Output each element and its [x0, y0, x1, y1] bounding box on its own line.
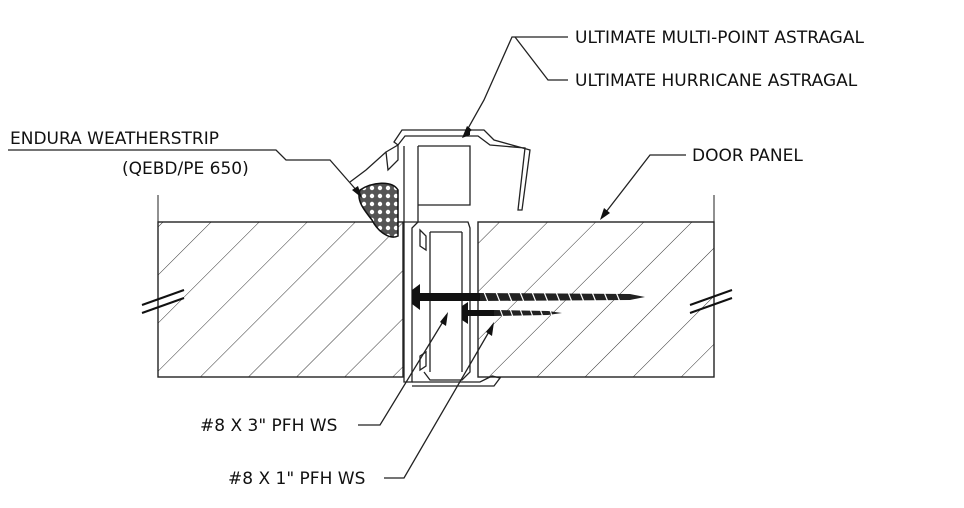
leader-multi-point [462, 36, 568, 138]
break-symbol-left [141, 289, 185, 314]
left-door-panel [157, 195, 404, 378]
label-weatherstrip: ENDURA WEATHERSTRIP [10, 129, 219, 149]
leader-door-panel [600, 154, 686, 220]
screw-1in [462, 302, 562, 324]
leader-hurricane [514, 36, 568, 81]
leader-screw-1in [384, 322, 494, 479]
label-weatherstrip-code: (QEBD/PE 650) [122, 159, 249, 179]
break-symbol-right [689, 289, 733, 314]
leader-weatherstrip [8, 149, 362, 198]
label-screw-3in: #8 X 3" PFH WS [200, 416, 337, 436]
label-hurricane-astragal: ULTIMATE HURRICANE ASTRAGAL [575, 71, 858, 91]
label-screw-1in: #8 X 1" PFH WS [228, 469, 365, 489]
label-door-panel: DOOR PANEL [692, 146, 803, 166]
astragal-profile [393, 129, 531, 387]
weatherstrip [349, 143, 399, 238]
right-door-panel [477, 195, 715, 378]
label-multi-point-astragal: ULTIMATE MULTI-POINT ASTRAGAL [575, 28, 864, 48]
leader-screw-3in [358, 312, 448, 426]
screw-3in [412, 284, 645, 310]
